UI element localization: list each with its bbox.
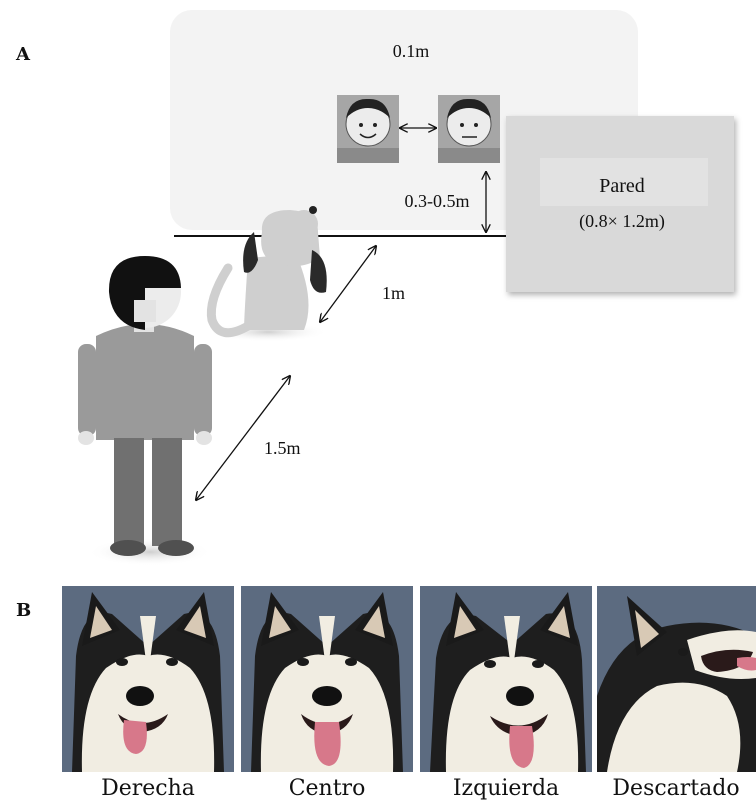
wall-size: (0.8× 1.2m) [579,211,665,232]
panel-b-label: B [16,600,32,621]
caption-right: Derecha [101,776,195,801]
person-figure [78,256,212,566]
caption-center: Centro [288,776,366,801]
dog-photo-right [62,586,234,772]
height-label: 0.3-0.5m [405,191,470,211]
dog-photo-center [241,586,413,772]
caption-discarded: Descartado [612,776,740,801]
person-distance-label: 1.5m [264,438,301,458]
experiment-setup-diagram: 0.1m 0.3-0.5m Pared (0.8× 1.2m) [78,10,734,566]
wall-label-box [540,158,708,206]
dog-distance-label: 1m [382,283,405,303]
panel-a-label: A [16,44,30,65]
caption-left: Izquierda [452,776,560,801]
dog-photo-left [420,586,592,772]
smiling-face-icon [337,95,399,163]
neutral-face-icon [438,95,500,163]
dog-right-ear-icon [310,250,327,293]
wall-title: Pared [599,175,645,197]
dog-photo-discarded [597,586,756,772]
gap-label: 0.1m [393,41,430,61]
dog-distance-arrow [320,246,376,322]
person-distance-arrow [196,376,290,500]
dog-left-ear-icon [243,232,258,273]
